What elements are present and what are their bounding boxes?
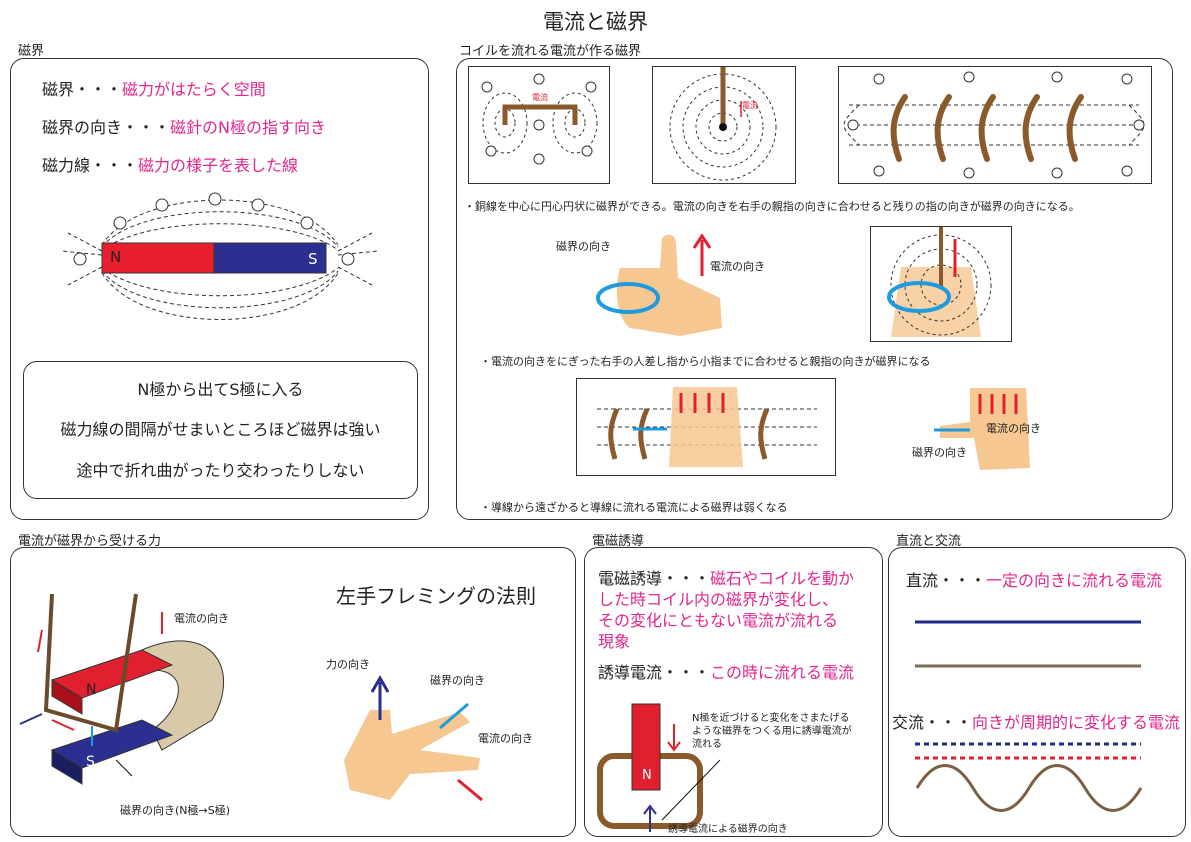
def-term: 電磁誘導・・・ xyxy=(598,569,711,588)
section-label-force: 電流が磁界から受ける力 xyxy=(18,534,162,549)
loop-current-label: 電流 xyxy=(532,93,548,102)
def-ac: 交流・・・向きが周期的に変化する電流 xyxy=(892,709,1180,733)
def-desc: 磁力がはたらく空間 xyxy=(122,80,266,99)
magnet-n-pole xyxy=(101,242,215,274)
horseshoe-magnet-diagram xyxy=(19,593,224,785)
page-title: 電流と磁界 xyxy=(543,10,648,34)
hand-on-wire-diagram xyxy=(870,226,1012,342)
coil-note-1: ・銅線を中心に円心円状に磁界ができる。電流の向きを右手の親指の向きに合わせると残… xyxy=(464,200,1080,213)
note-line-density: 磁力線の間隔がせまいところほど磁界は強い xyxy=(60,420,381,439)
thumb-current-direction-label: 電流の向き xyxy=(710,260,765,273)
straight-wire-diagram xyxy=(652,66,796,184)
def-term: 誘導電流・・・ xyxy=(598,663,711,682)
section-label-magnetic-field: 磁界 xyxy=(18,44,45,59)
induced-field-label: 誘導電流による磁界の向き xyxy=(668,824,788,835)
def-term: 磁界の向き・・・ xyxy=(42,118,171,137)
magnet-n-label: N xyxy=(110,248,122,266)
def-term: 磁力線・・・ xyxy=(42,156,139,175)
grip-field-label: 磁界の向き xyxy=(912,446,967,459)
ac-lines xyxy=(915,742,1143,812)
fleming-current-label: 電流の向き xyxy=(478,732,533,745)
dc-lines xyxy=(915,620,1141,668)
def-term: 磁界・・・ xyxy=(42,80,123,99)
magnet-s-pole xyxy=(213,242,327,274)
force-magnet-n-label: N xyxy=(86,682,97,698)
right-hand-grip-illustration xyxy=(934,388,1030,470)
def-magnetic-field: 磁界・・・磁力がはたらく空間 xyxy=(42,76,266,100)
section-label-coil: コイルを流れる電流が作る磁界 xyxy=(459,44,642,59)
note-no-crossing: 途中で折れ曲がったり交わったりしない xyxy=(76,461,365,480)
magnetic-field-notes-box xyxy=(23,361,418,499)
def-induction-line3: その変化にともない電流が流れる xyxy=(598,611,839,630)
coil-note-3: ・導線から遠ざかると導線に流れる電流による磁界は弱くなる xyxy=(480,501,788,514)
force-magnet-s-label: S xyxy=(86,754,95,770)
force-panel xyxy=(10,547,576,837)
def-field-lines: 磁力線・・・磁力の様子を表した線 xyxy=(42,152,298,176)
def-desc: 磁力の様子を表した線 xyxy=(138,156,299,175)
def-induction-line4: 現象 xyxy=(598,632,631,651)
left-hand-fleming-illustration xyxy=(344,674,483,802)
induction-note-line: N極を近づけると変化をさまたげる xyxy=(692,713,850,724)
section-label-induction: 電磁誘導 xyxy=(592,534,645,549)
induction-panel xyxy=(584,547,883,837)
section-label-dcac: 直流と交流 xyxy=(896,534,962,549)
fleming-field-label: 磁界の向き xyxy=(430,674,485,687)
loop-wire-diagram xyxy=(468,66,610,184)
note-n-to-s: N極から出てS極に入る xyxy=(137,380,304,399)
induction-note-line: ような磁界をつくる用に誘導電流が xyxy=(692,726,852,737)
def-desc: 一定の向きに流れる電流 xyxy=(986,571,1163,590)
induction-note: N極を近づけると変化をさまたげる ような磁界をつくる用に誘導電流が 流れる xyxy=(692,712,852,751)
def-term: 交流・・・ xyxy=(892,713,973,732)
induction-note-line: 流れる xyxy=(692,739,722,750)
def-induced-current: 誘導電流・・・この時に流れる電流 xyxy=(598,659,854,683)
hand-on-solenoid-diagram xyxy=(576,378,836,476)
fleming-rule-title: 左手フレミングの法則 xyxy=(336,584,536,608)
def-induction-line2: した時コイル内の磁界が変化し、 xyxy=(598,590,839,609)
def-desc: 磁針のN極の指す向き xyxy=(170,118,326,137)
magnet-s-label: S xyxy=(308,250,318,268)
thumb-field-direction-label: 磁界の向き xyxy=(556,240,611,253)
right-hand-thumb-illustration xyxy=(596,233,722,336)
def-term: 直流・・・ xyxy=(906,571,987,590)
def-desc: 磁石やコイルを動か xyxy=(710,569,855,588)
grip-current-label: 電流の向き xyxy=(986,422,1041,435)
fleming-force-label: 力の向き xyxy=(326,658,370,671)
def-induction: 電磁誘導・・・磁石やコイルを動か xyxy=(598,565,854,589)
def-dc: 直流・・・一定の向きに流れる電流 xyxy=(906,567,1162,591)
coil-panel xyxy=(456,58,1173,520)
def-field-direction: 磁界の向き・・・磁針のN極の指す向き xyxy=(42,114,326,138)
def-desc: この時に流れる電流 xyxy=(710,663,855,682)
coil-note-2: ・電流の向きをにぎった右手の人差し指から小指までに合わせると親指の向きが磁界にな… xyxy=(480,355,931,368)
dcac-panel xyxy=(888,547,1186,837)
force-field-label: 磁界の向き(N極→S極) xyxy=(120,804,231,817)
induction-coil-diagram xyxy=(597,703,721,832)
wire-current-label: 電流 xyxy=(742,101,758,110)
def-desc: 向きが周期的に変化する電流 xyxy=(972,713,1181,732)
bar-magnet-diagram xyxy=(61,192,379,320)
solenoid-diagram xyxy=(838,66,1152,184)
magnetic-field-panel xyxy=(10,58,429,520)
induction-magnet-n-label: N xyxy=(642,768,652,783)
force-current-label: 電流の向き xyxy=(174,612,229,625)
